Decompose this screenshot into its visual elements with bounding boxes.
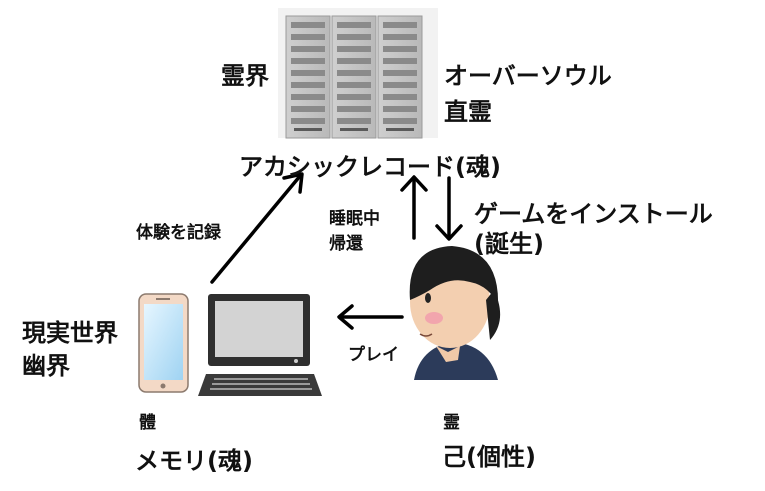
label-nether-world: 幽界 [22,352,70,380]
smartphone-icon [138,293,189,393]
label-real-world: 現実世界 [22,319,118,347]
label-sleep-return-2: 帰還 [329,234,363,254]
arrow-sleep-return-up [400,175,428,240]
server-rack-icon [278,8,438,139]
label-oversoul: オーバーソウル [444,62,612,90]
label-sleep-return-1: 睡眠中 [329,209,380,229]
boy-avatar-icon [409,246,501,380]
desktop-computer-icon [198,294,322,396]
label-install-game-1: ゲームをインストール [474,200,713,228]
label-memory-soul: メモリ(魂) [135,447,253,475]
label-akashic-record: アカシックレコード(魂) [239,153,501,181]
label-direct-spirit: 直霊 [444,98,492,126]
label-install-game-2: (誕生) [474,230,544,258]
label-play: プレイ [348,345,399,365]
label-spirit: 霊 [443,413,460,433]
arrow-play [337,304,404,330]
label-record-experience: 体験を記録 [136,223,221,243]
arrow-record-experience [210,172,304,284]
arrow-install-down [435,176,463,241]
label-spirit-world: 霊界 [221,62,269,90]
label-body: 體 [139,413,156,433]
label-self-individuality: 己(個性) [442,443,536,471]
